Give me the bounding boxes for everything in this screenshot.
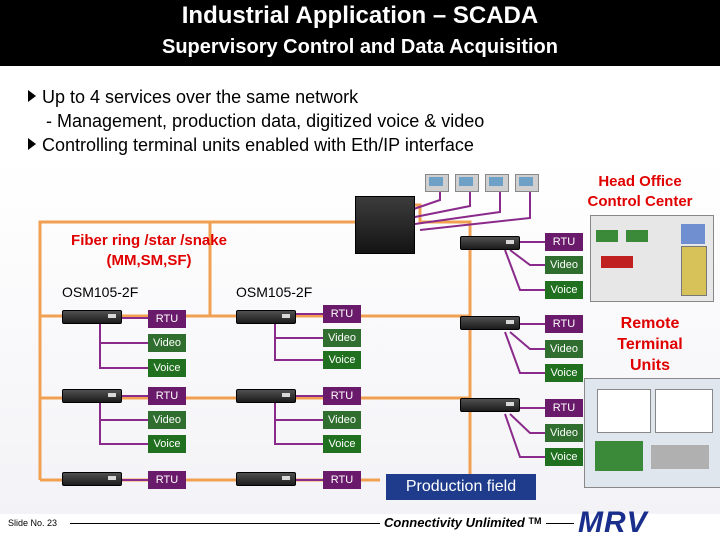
head-office-label: Head Office Control Center [560, 172, 720, 212]
voice-tag: Voice [323, 435, 361, 453]
switch-device [236, 472, 296, 486]
voice-tag: Voice [148, 359, 186, 377]
workstation-pc-icon [455, 174, 479, 192]
status-panel [595, 441, 643, 471]
switch-device [236, 310, 296, 324]
alarm-block [601, 256, 633, 268]
rtu-tag: RTU [545, 399, 583, 417]
trademark: TM [528, 516, 542, 526]
scada-screen-process [590, 215, 714, 302]
remote-line-2: Terminal [617, 336, 683, 353]
voice-tag: Voice [148, 435, 186, 453]
trend-graph [597, 389, 651, 433]
title-bar [0, 0, 720, 66]
video-tag: Video [323, 411, 361, 429]
remote-line-3: Units [630, 357, 670, 374]
slide-number: Slide No. 23 [8, 518, 58, 528]
process-block [596, 230, 618, 242]
trend-graph [655, 389, 713, 433]
rtu-tag: RTU [148, 471, 186, 489]
remote-line-1: Remote [620, 315, 680, 332]
rtu-tag: RTU [545, 233, 583, 251]
slide-subtitle: Supervisory Control and Data Acquisition [162, 36, 558, 58]
rtu-tag: RTU [148, 387, 186, 405]
head-office-line-1: Head Office [598, 173, 682, 190]
tagline: Connectivity Unlimited TM [384, 515, 541, 530]
voice-tag: Voice [545, 364, 583, 382]
workstation-pc-icon [515, 174, 539, 192]
switch-device [62, 472, 122, 486]
bullet-arrow-icon [28, 138, 36, 150]
remote-terminal-units-label: Remote Terminal Units [600, 313, 700, 376]
fiber-ring-label: Fiber ring /star /snake (MM,SM,SF) [54, 231, 244, 271]
scada-screen-trend [584, 378, 720, 488]
rtu-tag: RTU [323, 471, 361, 489]
fiber-ring-line-2: (MM,SM,SF) [106, 252, 192, 269]
video-tag: Video [545, 340, 583, 358]
bullet-arrow-icon [28, 90, 36, 102]
video-tag: Video [545, 256, 583, 274]
switch-device [236, 389, 296, 403]
mrv-logo: MRV [578, 506, 648, 539]
workstation-pc-icon [425, 174, 449, 192]
head-office-line-2: Control Center [587, 193, 693, 210]
voice-tag: Voice [545, 281, 583, 299]
video-tag: Video [323, 329, 361, 347]
switch-device [460, 236, 520, 250]
workstation-pc-icon [485, 174, 509, 192]
tagline-text: Connectivity Unlimited [384, 515, 525, 530]
control-panel [651, 445, 709, 469]
process-block [626, 230, 648, 242]
footer-rule [546, 523, 574, 524]
switch-device [62, 310, 122, 324]
head-office-switch-rack [355, 196, 415, 254]
video-tag: Video [148, 334, 186, 352]
osm-mid-label: OSM105-2F [236, 284, 313, 300]
rtu-tag: RTU [545, 315, 583, 333]
bullet-1: Up to 4 services over the same network [28, 87, 358, 108]
voice-tag: Voice [323, 351, 361, 369]
rtu-tag: RTU [323, 305, 361, 323]
footer-rule [70, 523, 380, 524]
osm-left-label: OSM105-2F [62, 284, 139, 300]
video-tag: Video [148, 411, 186, 429]
gauge-block [681, 224, 705, 244]
slide-title: Industrial Application – SCADA [181, 2, 539, 29]
switch-device [460, 316, 520, 330]
switch-device [460, 398, 520, 412]
fiber-ring-line-1: Fiber ring /star /snake [71, 232, 227, 249]
rtu-tag: RTU [148, 310, 186, 328]
tank-level [681, 246, 707, 296]
switch-device [62, 389, 122, 403]
production-field-label: Production field [386, 474, 536, 500]
bullet-1-sub: - Management, production data, digitized… [46, 111, 485, 131]
bullet-2: Controlling terminal units enabled with … [28, 135, 474, 156]
bullet-1-text: Up to 4 services over the same network [42, 87, 359, 107]
bullet-2-text: Controlling terminal units enabled with … [42, 135, 474, 155]
rtu-tag: RTU [323, 387, 361, 405]
video-tag: Video [545, 424, 583, 442]
voice-tag: Voice [545, 448, 583, 466]
